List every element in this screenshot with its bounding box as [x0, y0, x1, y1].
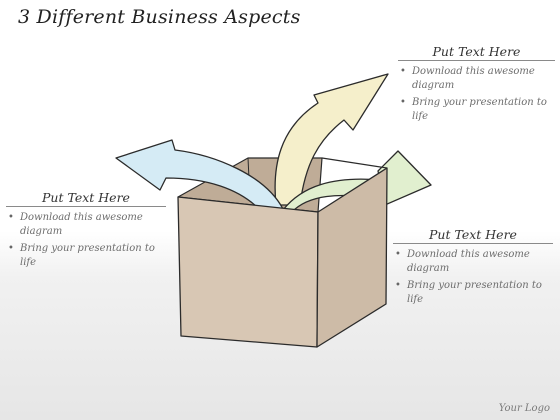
heading-rule	[6, 206, 166, 207]
block-heading: Put Text Here	[432, 44, 521, 59]
heading-rule	[398, 60, 555, 61]
bullet-item: • Download this awesome diagram	[6, 211, 166, 239]
bullet-dot-icon: •	[8, 212, 14, 223]
block-heading: Put Text Here	[429, 227, 517, 242]
yellow-arrow	[274, 73, 389, 206]
bullet-dot-icon: •	[400, 66, 406, 77]
block-heading: Put Text Here	[42, 190, 130, 205]
bullet-item: • Bring your presentation to life	[398, 96, 555, 124]
bullet-dot-icon: •	[8, 243, 14, 254]
bullet-item: • Bring your presentation to life	[6, 242, 166, 270]
green-arrow	[282, 150, 432, 213]
logo-text: Your Logo	[498, 403, 550, 414]
bullet-item: • Download this awesome diagram	[398, 65, 555, 93]
bullet-dot-icon: •	[395, 280, 401, 291]
bullet-text: Download this awesome diagram	[412, 66, 535, 91]
box-rim	[321, 157, 388, 169]
bullet-list: • Download this awesome diagram • Bring yo…	[6, 211, 166, 270]
box-front-face	[177, 196, 319, 348]
page-title: 3 Different Business Aspects	[18, 6, 301, 28]
blue-arrow	[115, 139, 284, 213]
bullet-text: Download this awesome diagram	[20, 212, 143, 237]
bullet-list: • Download this awesome diagram • Bring yo…	[393, 248, 553, 307]
text-block-top-right: Put Text Here • Download this awesome dia…	[398, 44, 555, 127]
text-block-left: Put Text Here • Download this awesome dia…	[6, 190, 166, 273]
bullet-item: • Download this awesome diagram	[393, 248, 553, 276]
box-side-face	[316, 167, 388, 348]
bullet-item: • Bring your presentation to life	[393, 279, 553, 307]
text-block-right: Put Text Here • Download this awesome dia…	[393, 227, 553, 310]
bullet-list: • Download this awesome diagram • Bring yo…	[398, 65, 555, 124]
bullet-text: Download this awesome diagram	[407, 249, 530, 274]
bullet-text: Bring your presentation to life	[412, 97, 547, 122]
bullet-dot-icon: •	[395, 249, 401, 260]
bullet-text: Bring your presentation to life	[407, 280, 542, 305]
bullet-dot-icon: •	[400, 97, 406, 108]
bullet-text: Bring your presentation to life	[20, 243, 155, 268]
heading-rule	[393, 243, 553, 244]
